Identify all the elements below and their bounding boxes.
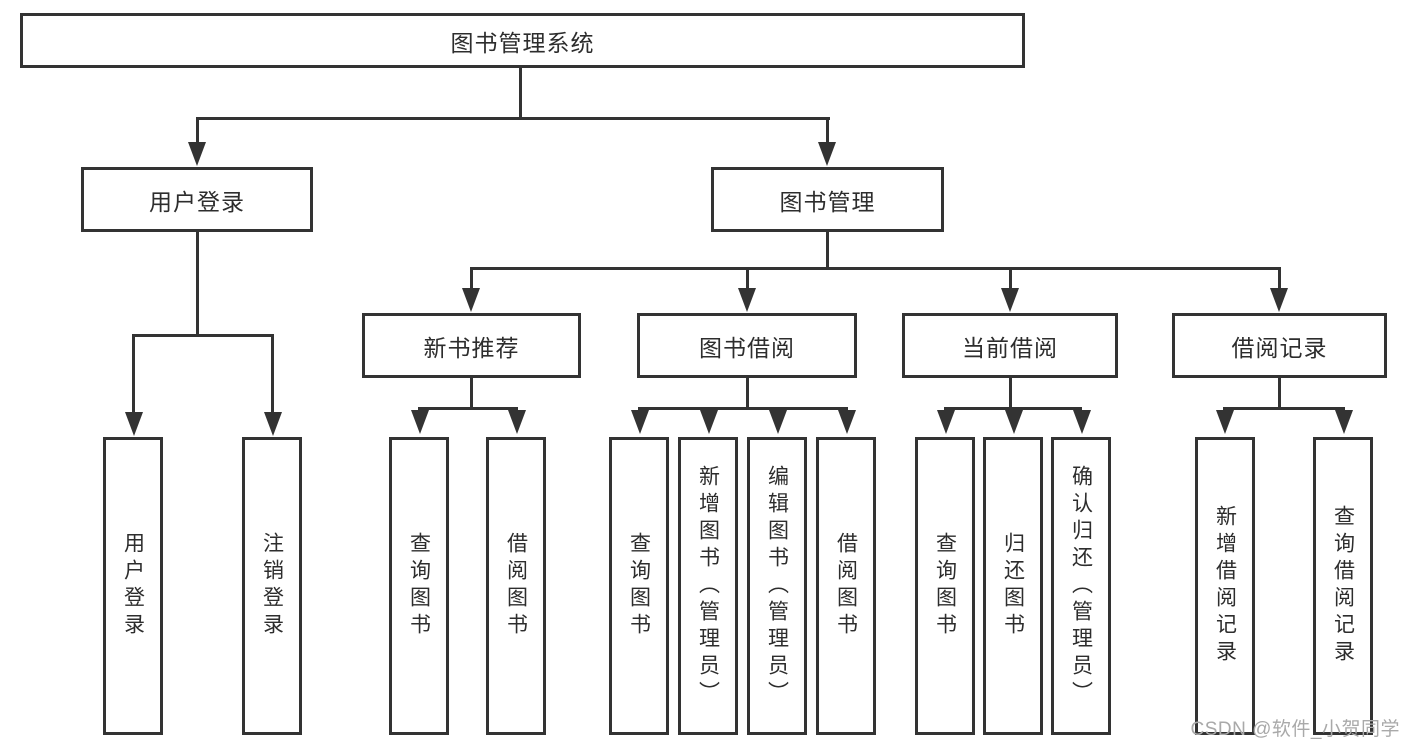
connector-line — [196, 230, 199, 336]
node-label: 图书管理 — [779, 188, 876, 215]
node-borrowing-records: 借阅记录 — [1172, 313, 1387, 378]
node-book-borrowing: 图书借阅 — [637, 313, 857, 378]
connector-line — [132, 334, 135, 416]
arrow-down — [838, 410, 856, 434]
arrow-down — [462, 288, 480, 312]
connector-line — [746, 376, 749, 410]
arrow-down — [508, 410, 526, 434]
csdn-watermark: CSDN @软件_小贺同学 — [1190, 719, 1400, 740]
node-user-login: 用户登录 — [81, 167, 313, 232]
leaf-label: 借阅图书 — [504, 532, 528, 640]
node-new-book-recommend: 新书推荐 — [362, 313, 581, 378]
leaf-label: 编辑图书（管理员） — [765, 464, 789, 708]
arrow-down — [1216, 410, 1234, 434]
leaf-borrow-books: 借阅图书 — [816, 437, 876, 735]
leaf-query-books-current: 查询图书 — [915, 437, 975, 735]
connector-line — [1278, 376, 1281, 410]
arrow-down — [769, 410, 787, 434]
node-library-management-system: 图书管理系统 — [20, 13, 1025, 68]
connector-line — [132, 334, 274, 337]
connector-line — [944, 407, 1082, 410]
connector-line — [271, 334, 274, 416]
connector-line — [470, 267, 1281, 270]
leaf-logout: 注销登录 — [242, 437, 302, 735]
leaf-query-books-borrowing: 查询图书 — [609, 437, 669, 735]
connector-line — [746, 267, 749, 293]
leaf-edit-books-admin: 编辑图书（管理员） — [747, 437, 807, 735]
arrow-down — [631, 410, 649, 434]
leaf-label: 用户登录 — [121, 532, 145, 640]
leaf-add-books-admin: 新增图书（管理员） — [678, 437, 738, 735]
arrow-down — [264, 412, 282, 436]
node-label: 当前借阅 — [962, 334, 1058, 361]
node-label: 用户登录 — [149, 188, 245, 215]
arrow-down — [818, 142, 836, 166]
leaf-label: 确认归还（管理员） — [1069, 464, 1093, 708]
connector-line — [1278, 267, 1281, 293]
arrow-down — [1001, 288, 1019, 312]
arrow-down — [188, 142, 206, 166]
arrow-down — [1005, 410, 1023, 434]
connector-line — [470, 376, 473, 410]
node-label: 图书管理系统 — [450, 29, 595, 56]
leaf-confirm-return-admin: 确认归还（管理员） — [1051, 437, 1111, 735]
connector-line — [470, 267, 473, 293]
leaf-label: 查询图书 — [407, 532, 431, 640]
connector-line — [826, 230, 829, 270]
arrow-down — [738, 288, 756, 312]
leaf-label: 借阅图书 — [834, 532, 858, 640]
arrow-down — [125, 412, 143, 436]
connector-line — [1009, 376, 1012, 410]
leaf-user-login: 用户登录 — [103, 437, 163, 735]
leaf-return-books: 归还图书 — [983, 437, 1043, 735]
connector-line — [1009, 267, 1012, 293]
leaf-label: 查询图书 — [933, 532, 957, 640]
node-current-borrowing: 当前借阅 — [902, 313, 1118, 378]
connector-line — [638, 407, 848, 410]
leaf-add-borrow-record: 新增借阅记录 — [1195, 437, 1255, 735]
leaf-borrow-books-recommend: 借阅图书 — [486, 437, 546, 735]
arrow-down — [411, 410, 429, 434]
arrow-down — [937, 410, 955, 434]
connector-line — [519, 66, 522, 119]
node-label: 图书借阅 — [699, 334, 795, 361]
arrow-down — [700, 410, 718, 434]
arrow-down — [1335, 410, 1353, 434]
connector-line — [196, 117, 830, 120]
leaf-label: 归还图书 — [1001, 532, 1025, 640]
leaf-query-books-recommend: 查询图书 — [389, 437, 449, 735]
node-label: 新书推荐 — [423, 334, 520, 361]
connector-line — [418, 407, 518, 410]
leaf-query-borrow-record: 查询借阅记录 — [1313, 437, 1373, 735]
leaf-label: 新增借阅记录 — [1213, 505, 1237, 667]
node-book-management: 图书管理 — [711, 167, 944, 232]
leaf-label: 新增图书（管理员） — [696, 464, 720, 708]
connector-line — [196, 117, 199, 149]
leaf-label: 查询借阅记录 — [1331, 505, 1355, 667]
node-label: 借阅记录 — [1231, 334, 1328, 361]
arrow-down — [1073, 410, 1091, 434]
connector-line — [826, 117, 829, 149]
connector-line — [1223, 407, 1345, 410]
leaf-label: 查询图书 — [627, 532, 651, 640]
arrow-down — [1270, 288, 1288, 312]
leaf-label: 注销登录 — [260, 532, 284, 640]
